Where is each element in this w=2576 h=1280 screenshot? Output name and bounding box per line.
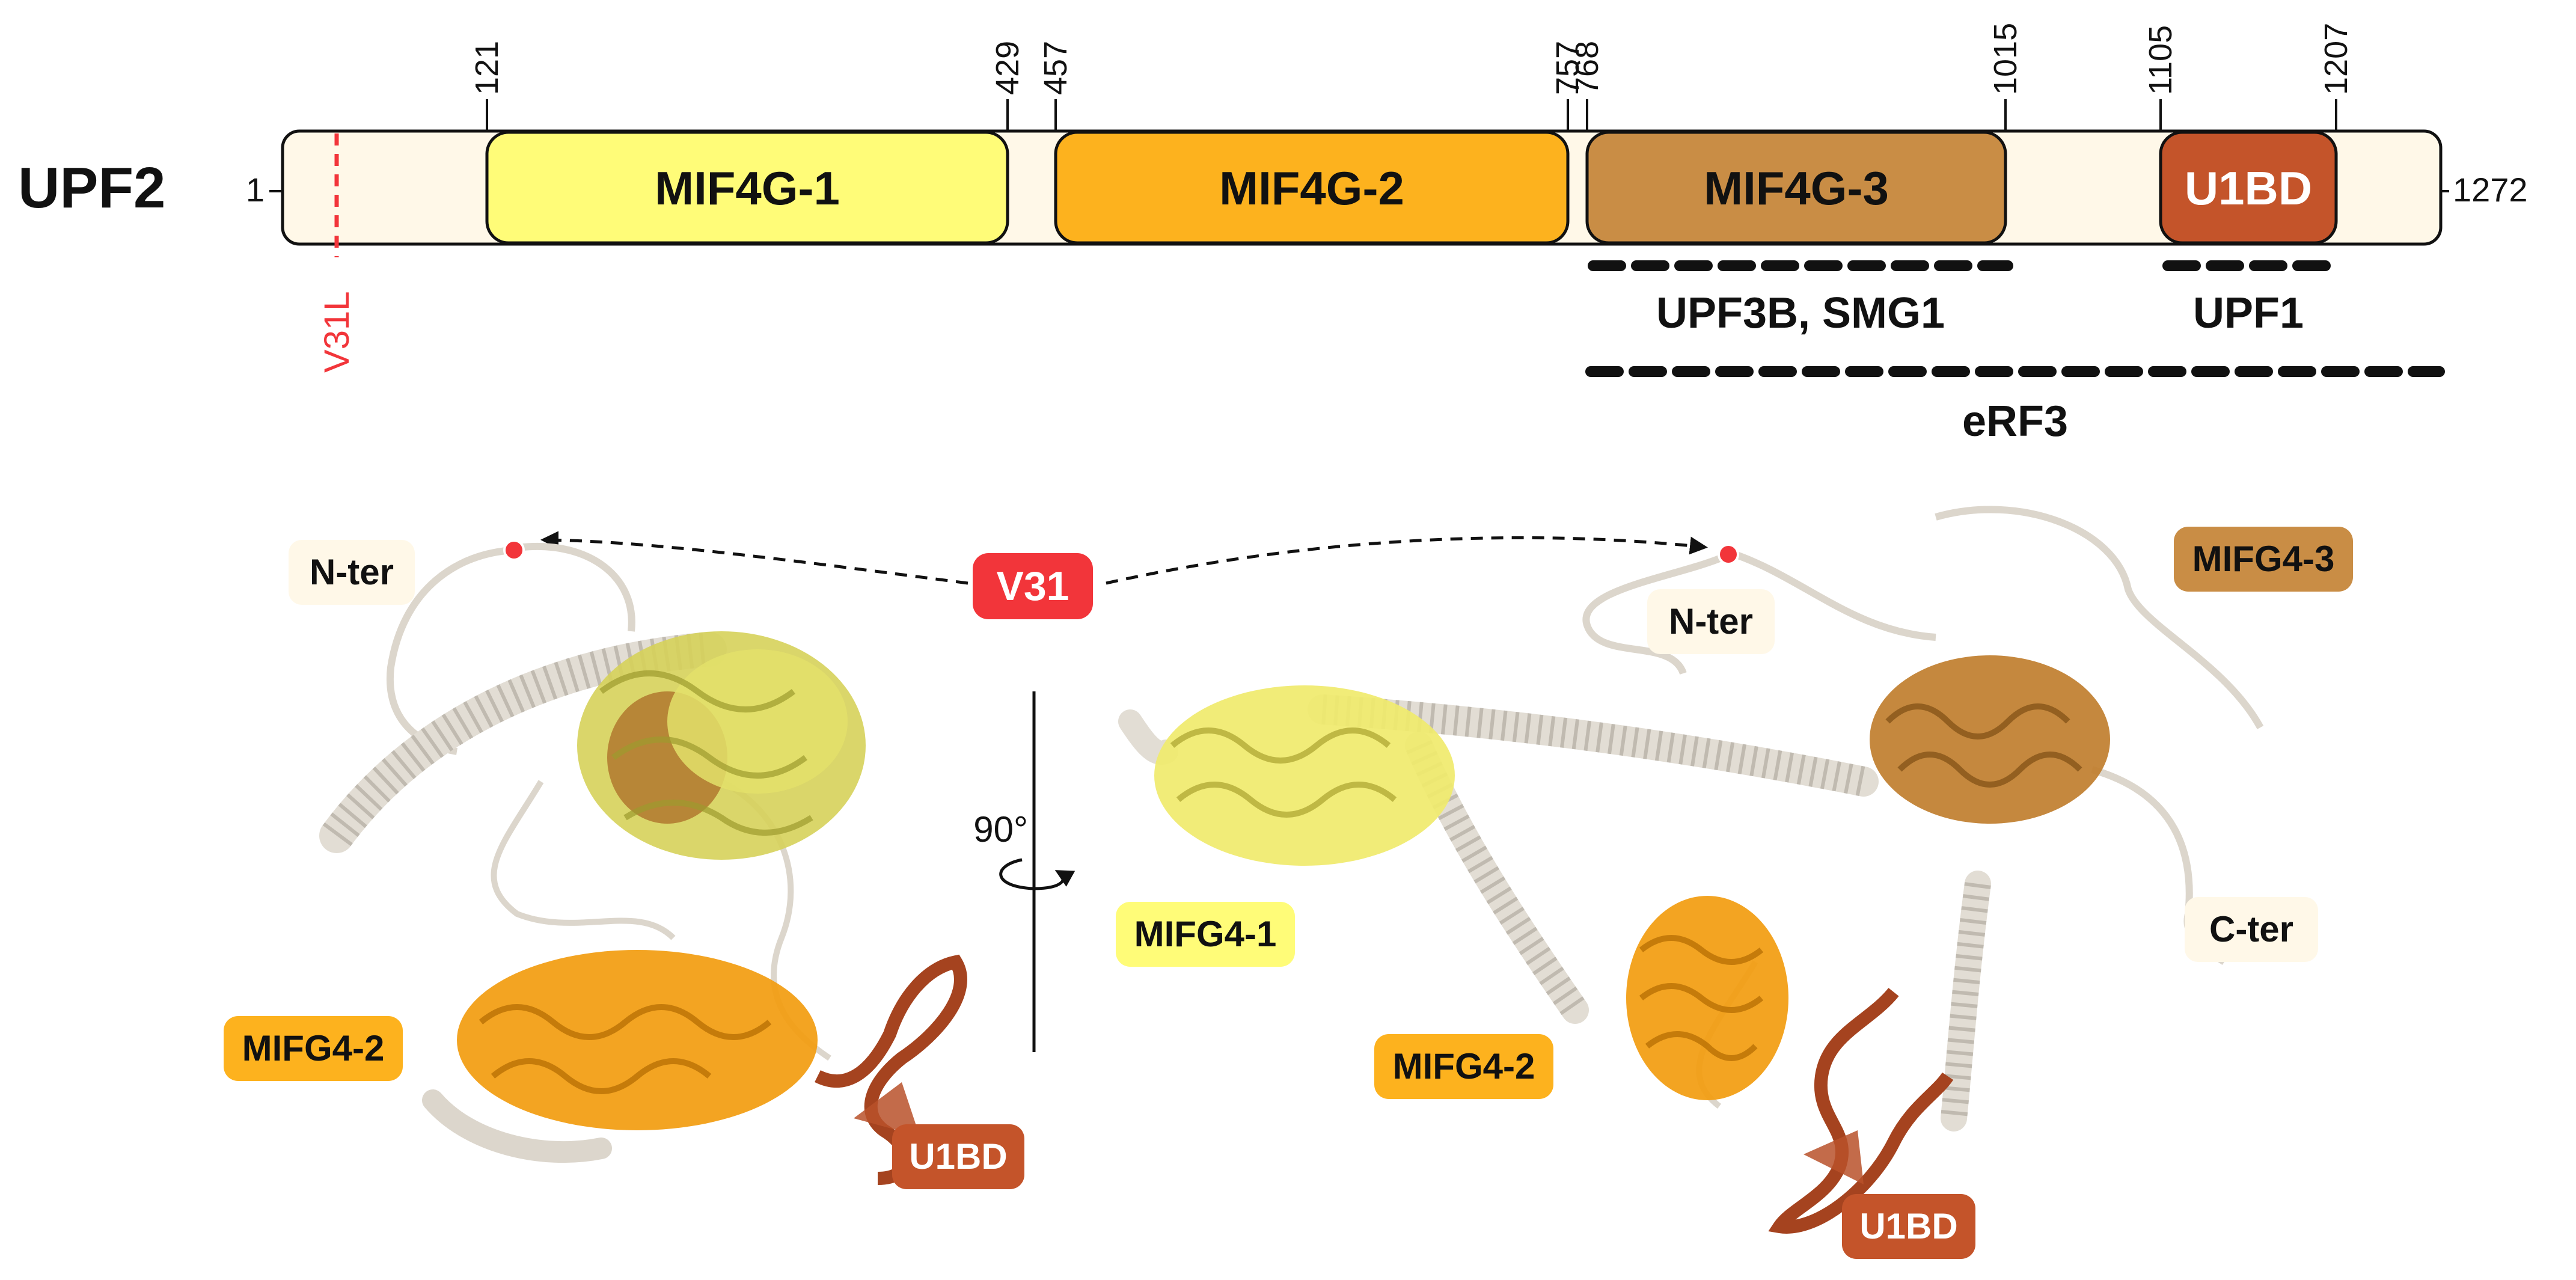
structure-right-view: N-ter MIFG4-3 MIFG4-1 MIFG4-2 C-ter U1BD [1116,506,2353,1259]
right-nter-dot [1718,544,1739,565]
domain-mif4g-1-label: MIF4G-1 [655,162,840,215]
variant-badge-label: V31 [997,563,1069,609]
mutation-label: V31L [317,292,356,373]
boundary-label: 1207 [2318,23,2354,95]
right-u1bd-structure [1768,987,1954,1234]
right-mif4g3-label: MIFG4-3 [2192,539,2335,579]
left-nter-label: N-ter [310,552,394,592]
domain-mif4g-2-label: MIF4G-2 [1219,162,1404,215]
right-mif4g1-tag [1116,902,1295,967]
left-nter-dot [503,539,525,561]
right-mif4g2-tag [1374,1034,1553,1099]
domain-mif4g-1 [485,130,1009,245]
left-u1bd-label: U1BD [909,1136,1007,1177]
boundary-label: 1015 [1987,23,2024,95]
domain-mif4g-3-label: MIF4G-3 [1704,162,1889,215]
right-core-mif4g1 [1154,685,1455,866]
boundary-label: 1105 [2143,25,2179,95]
core-mif4g2 [457,950,818,1130]
u1bd-structure [815,954,967,1185]
rotation-label: 90° [973,809,1028,850]
right-mif4g1-label: MIFG4-1 [1134,914,1277,954]
right-cter-label: C-ter [2209,909,2293,949]
left-nter-tag [289,540,415,605]
rotation-indicator: 90° [973,691,1075,1052]
arrow-to-left-nter [540,531,968,585]
domain-u1bd [2159,130,2338,245]
boundary-label: 121 [469,41,505,95]
right-core-mif4g2 [1626,896,1788,1100]
domain-map: UPF2 1 1272 MIF4G-1 MIF4G-2 MIF4G-3 U1BD… [18,23,2528,446]
start-label: 1 [246,171,265,209]
right-mif4g2-label: MIFG4-2 [1393,1046,1535,1086]
domain-u1bd-label: U1BD [2185,162,2312,215]
boundary-ticks [486,99,2337,131]
rotation-arrow-icon [999,858,1075,890]
end-label: 1272 [2453,171,2528,209]
interaction-label-erf3: eRF3 [1962,397,2068,446]
right-core-mif4g3 [1870,655,2110,824]
boundary-label: 457 [1038,41,1074,95]
right-mif4g3-tag [2174,527,2353,592]
left-mif4g2-label: MIFG4-2 [242,1028,385,1068]
structure-left-view: N-ter MIFG4-2 U1BD [224,539,1024,1189]
left-mif4g2-tag [224,1016,403,1081]
protein-name: UPF2 [18,156,165,220]
variant-callout: V31 [540,531,1708,619]
interaction-label-upf3b-smg1: UPF3B, SMG1 [1656,289,1945,337]
domain-mif4g-3 [1585,130,2007,245]
boundary-label: 768 [1569,41,1605,95]
variant-badge [973,553,1093,619]
interaction-label-upf1: UPF1 [2193,289,2304,337]
right-cter-tag [2185,897,2318,962]
arrow-to-right-nter [1106,536,1708,585]
right-nter-tag [1647,589,1775,654]
boundary-label: 757 [1550,41,1586,95]
boundary-labels: 121 429 457 757 768 1015 1105 1207 [469,23,2354,95]
domain-mif4g-2 [1054,130,1570,245]
right-nter-label: N-ter [1669,601,1753,642]
left-u1bd-tag [892,1124,1024,1189]
right-u1bd-label: U1BD [1859,1206,1957,1246]
boundary-label: 429 [990,41,1026,95]
right-u1bd-tag [1842,1194,1975,1259]
